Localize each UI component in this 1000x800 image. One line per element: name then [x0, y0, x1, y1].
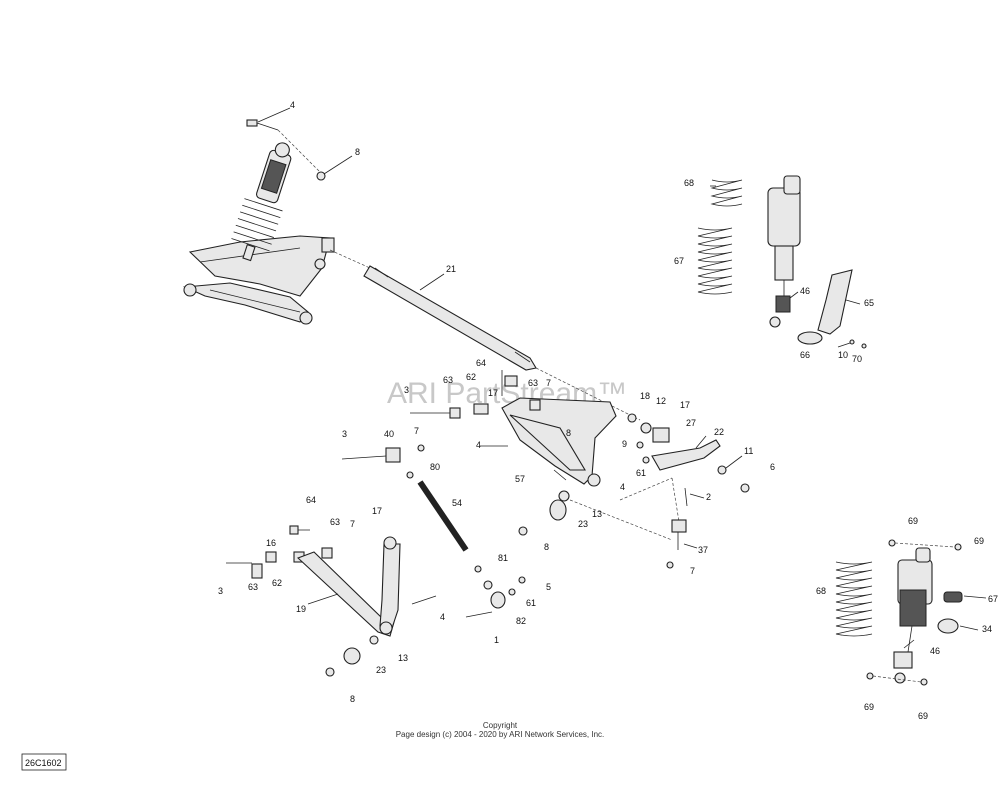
callout-23: 23 — [578, 519, 588, 529]
callout-40: 40 — [384, 429, 394, 439]
callout-63: 63 — [330, 517, 340, 527]
callout-5: 5 — [546, 582, 551, 592]
callout-82: 82 — [516, 616, 526, 626]
callout-64: 64 — [476, 358, 486, 368]
callout-4: 4 — [290, 100, 295, 110]
callout-64: 64 — [306, 495, 316, 505]
callout-labels: 4 8 21 68 67 46 65 66 10 70 64 62 63 17 … — [218, 100, 998, 721]
callout-3: 3 — [404, 385, 409, 395]
right-link-parts — [619, 413, 750, 529]
callout-68: 68 — [816, 586, 826, 596]
callout-62: 62 — [272, 578, 282, 588]
callout-18: 18 — [640, 391, 650, 401]
callout-37: 37 — [698, 545, 708, 555]
copyright-line-1: Copyright — [483, 721, 518, 730]
callout-16: 16 — [266, 538, 276, 548]
callout-7: 7 — [414, 426, 419, 436]
callout-63: 63 — [528, 378, 538, 388]
callout-10: 10 — [838, 350, 848, 360]
upper-right-spring-shock — [697, 175, 867, 349]
callout-9: 9 — [622, 439, 627, 449]
callout-57: 57 — [515, 474, 525, 484]
callout-70: 70 — [852, 354, 862, 364]
callout-2: 2 — [706, 492, 711, 502]
callout-17: 17 — [372, 506, 382, 516]
middle-upper-arm — [410, 370, 617, 487]
leader-lines — [257, 107, 987, 649]
callout-4: 4 — [620, 482, 625, 492]
callout-65: 65 — [864, 298, 874, 308]
callout-3: 3 — [218, 586, 223, 596]
callout-19: 19 — [296, 604, 306, 614]
callout-68: 68 — [684, 178, 694, 188]
callout-27: 27 — [686, 418, 696, 428]
callout-81: 81 — [498, 553, 508, 563]
callout-8: 8 — [355, 147, 360, 157]
callout-21: 21 — [446, 264, 456, 274]
callout-80: 80 — [430, 462, 440, 472]
lower-left-arm — [226, 525, 437, 677]
callout-69: 69 — [908, 516, 918, 526]
callout-12: 12 — [656, 396, 666, 406]
callout-62: 62 — [466, 372, 476, 382]
callout-23: 23 — [376, 665, 386, 675]
callout-22: 22 — [714, 427, 724, 437]
middle-lower-parts — [341, 444, 688, 618]
callout-8: 8 — [350, 694, 355, 704]
callout-69: 69 — [864, 702, 874, 712]
callout-7: 7 — [546, 378, 551, 388]
copyright-line-2: Page design (c) 2004 - 2020 by ARI Netwo… — [396, 730, 605, 739]
callout-1: 1 — [494, 635, 499, 645]
callout-54: 54 — [452, 498, 462, 508]
callout-69: 69 — [918, 711, 928, 721]
callout-63: 63 — [248, 582, 258, 592]
callout-13: 13 — [592, 509, 602, 519]
callout-46: 46 — [800, 286, 810, 296]
upper-left-assembly — [182, 119, 335, 325]
callout-7: 7 — [350, 519, 355, 529]
callout-8: 8 — [566, 428, 571, 438]
shaft — [329, 249, 641, 421]
callout-34: 34 — [982, 624, 992, 634]
callout-4: 4 — [440, 612, 445, 622]
callout-63: 63 — [443, 375, 453, 385]
callout-3: 3 — [342, 429, 347, 439]
callout-17: 17 — [488, 388, 498, 398]
callout-61: 61 — [636, 468, 646, 478]
callout-61: 61 — [526, 598, 536, 608]
lower-right-spring-shock — [835, 539, 963, 686]
callout-46: 46 — [930, 646, 940, 656]
callout-66: 66 — [800, 350, 810, 360]
callout-11: 11 — [744, 446, 753, 456]
callout-67: 67 — [988, 594, 998, 604]
callout-17: 17 — [680, 400, 690, 410]
callout-7: 7 — [690, 566, 695, 576]
callout-13: 13 — [398, 653, 408, 663]
callout-8: 8 — [544, 542, 549, 552]
diagram-id: 26C1602 — [25, 758, 62, 768]
callout-67: 67 — [674, 256, 684, 266]
callout-69: 69 — [974, 536, 984, 546]
callout-6: 6 — [770, 462, 775, 472]
diagram-id-box — [21, 753, 67, 771]
callout-4: 4 — [476, 440, 481, 450]
